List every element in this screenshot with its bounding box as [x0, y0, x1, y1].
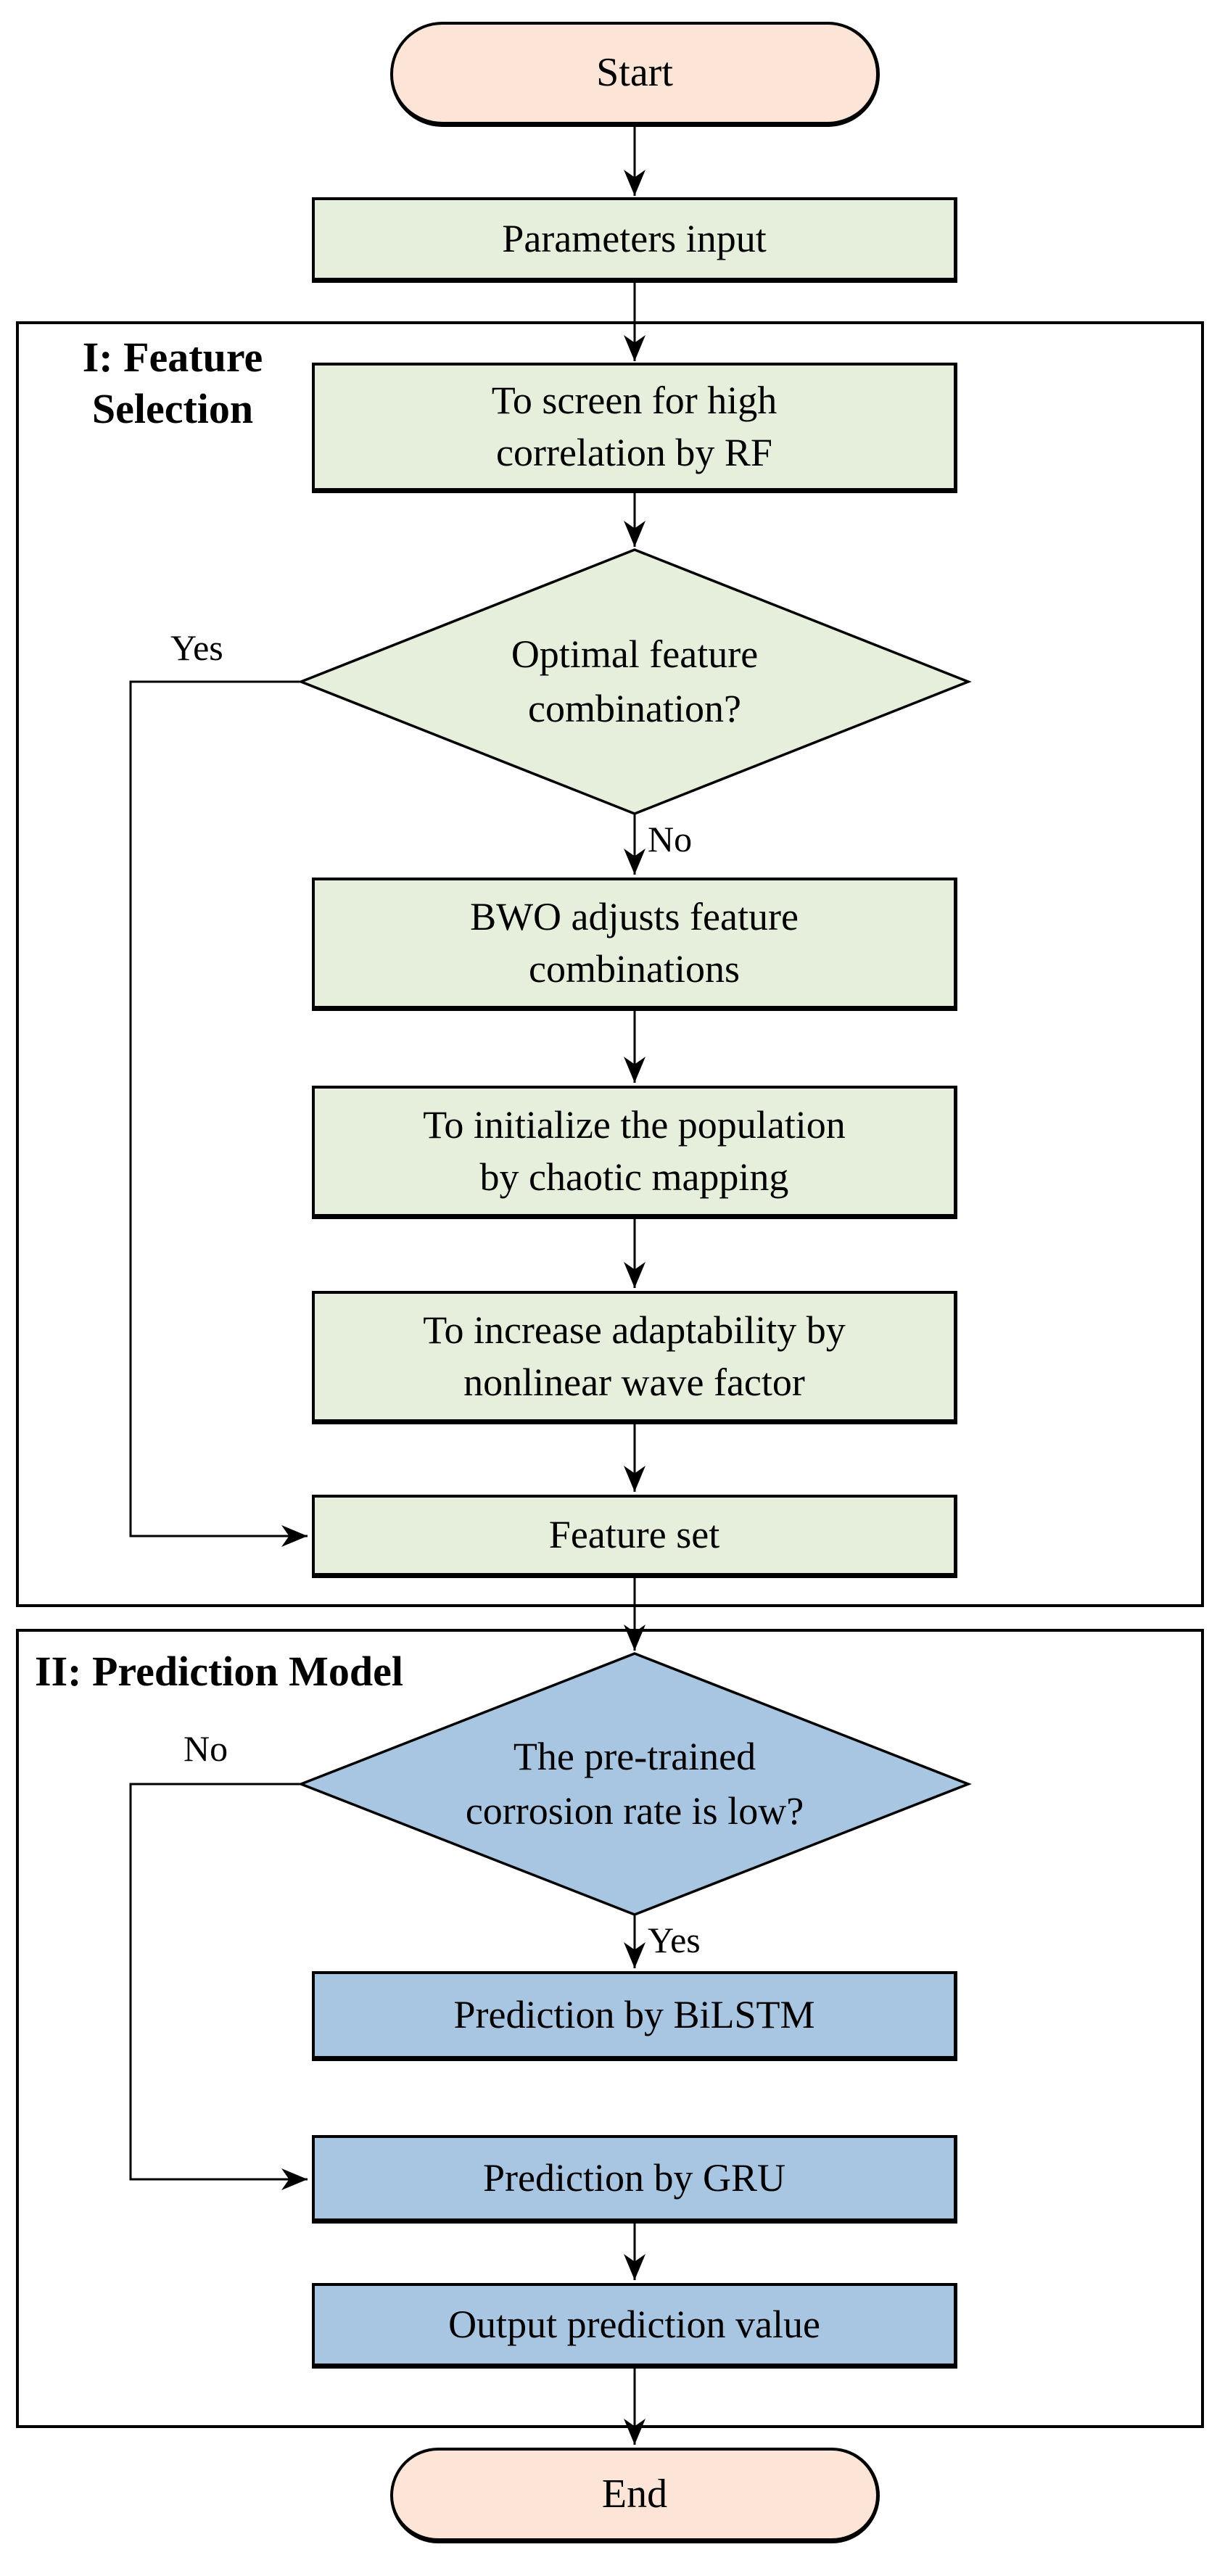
decision-optimal-feature-label: Optimal feature combination?	[511, 632, 759, 730]
decision-corrosion-rate-label: The pre-trained corrosion rate is low?	[465, 1735, 804, 1833]
node-bwo-adjusts: BWO adjusts feature combinations	[312, 878, 957, 1011]
node-end: End	[390, 2448, 880, 2543]
section-feature-selection-frame	[16, 321, 1204, 1607]
edge-label-no-feature: No	[648, 819, 693, 859]
node-screen-rf: To screen for high correlation by RF	[312, 363, 957, 493]
node-parameters-input: Parameters input	[312, 197, 957, 283]
node-increase-adaptability: To increase adaptability by nonlinear wa…	[312, 1291, 957, 1424]
section-label-prediction-model: II: Prediction Model	[35, 1648, 403, 1695]
node-start: Start	[390, 22, 880, 127]
node-prediction-gru: Prediction by GRU	[312, 2135, 957, 2224]
decision-optimal-feature-diamond	[297, 548, 972, 815]
edge-decision2-no-to-gru	[129, 1783, 308, 2190]
decision-corrosion-rate-diamond	[297, 1652, 972, 1916]
node-prediction-bilstm: Prediction by BiLSTM	[312, 1971, 957, 2061]
section-prediction-model-frame	[16, 1629, 1204, 2428]
node-feature-set: Feature set	[312, 1495, 957, 1578]
section-label-feature-selection: I: Feature Selection	[82, 334, 263, 432]
edge-label-yes-feature: Yes	[170, 627, 223, 668]
edge-label-no-prediction: No	[183, 1728, 228, 1769]
node-output-value: Output prediction value	[312, 2283, 957, 2369]
edge-decision1-yes-to-featureset	[129, 680, 308, 1547]
node-init-population: To initialize the population by chaotic …	[312, 1086, 957, 1219]
edge-label-yes-prediction: Yes	[648, 1920, 701, 1960]
